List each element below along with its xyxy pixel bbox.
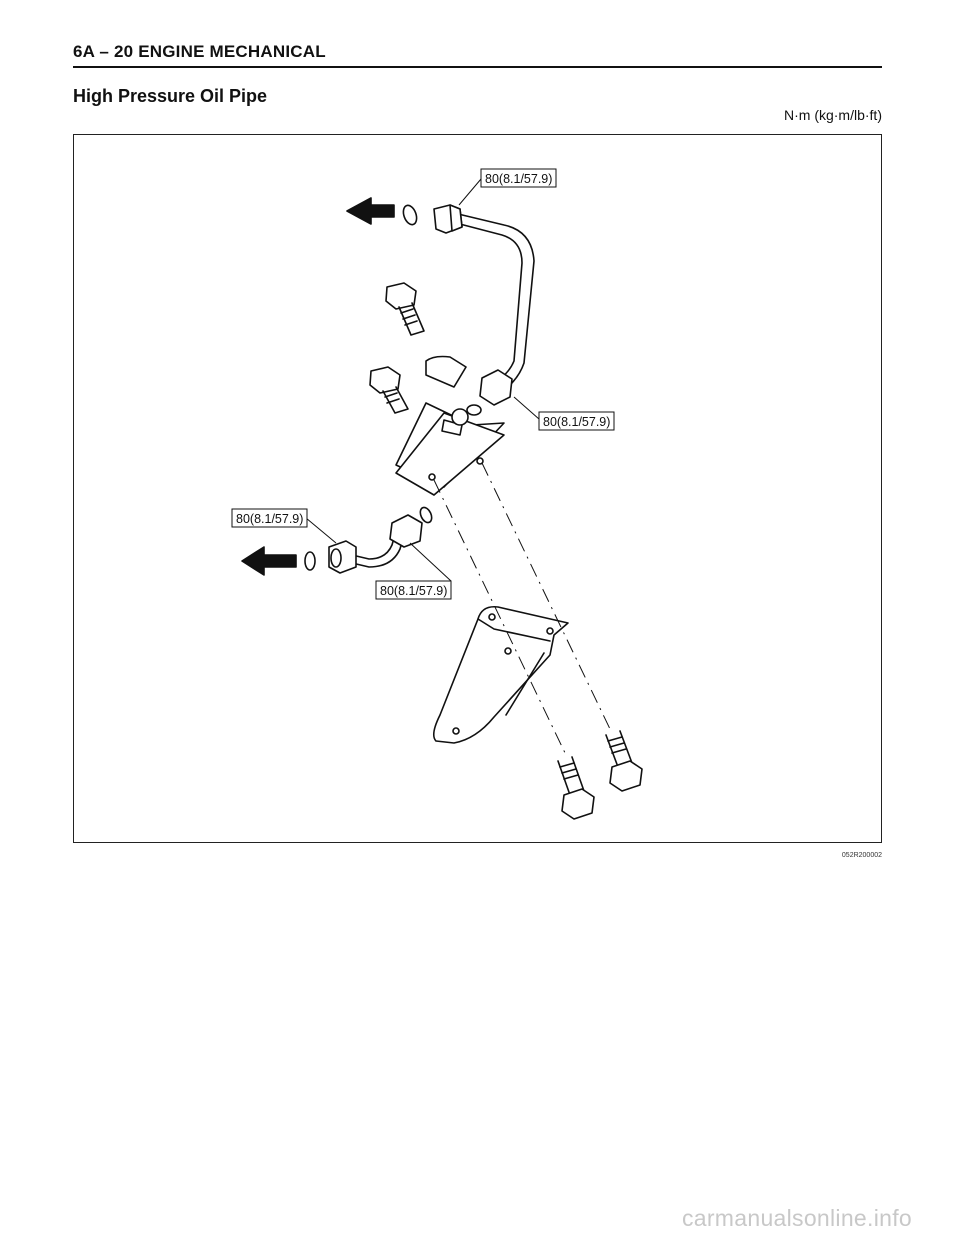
bolt-lower-right-icon bbox=[605, 730, 643, 792]
watermark: carmanualsonline.info bbox=[681, 1205, 912, 1231]
diagram-svg: 80(8.1/57.9) 80(8.1/57.9) 80(8.1/57.9) 8… bbox=[231, 168, 643, 820]
section-title: High Pressure Oil Pipe bbox=[73, 86, 268, 106]
torque-callout-2: 80(8.1/57.9) bbox=[543, 415, 610, 429]
bolt-lower-left-icon bbox=[557, 756, 595, 820]
o-ring-lower-left-icon bbox=[304, 551, 316, 571]
header-text: 6A – 20 ENGINE MECHANICAL bbox=[73, 42, 326, 61]
torque-callout-4: 80(8.1/57.9) bbox=[380, 584, 447, 598]
o-ring-middle-icon bbox=[466, 404, 482, 416]
bracket-icon bbox=[432, 605, 569, 744]
mounting-block-icon bbox=[395, 355, 505, 496]
flow-arrow-upper-icon bbox=[346, 197, 395, 225]
bolt-middle-icon bbox=[369, 366, 409, 414]
lower-pipe-icon bbox=[328, 514, 423, 574]
page-header: 6A – 20 ENGINE MECHANICAL bbox=[73, 40, 882, 68]
bolt-upper-icon bbox=[385, 282, 425, 336]
flow-arrow-lower-icon bbox=[241, 546, 297, 576]
torque-callout-1: 80(8.1/57.9) bbox=[485, 172, 552, 186]
exploded-diagram: 80(8.1/57.9) 80(8.1/57.9) 80(8.1/57.9) 8… bbox=[73, 134, 882, 843]
o-ring-lower-right-icon bbox=[419, 506, 433, 524]
upper-pipe-icon bbox=[433, 204, 535, 406]
figure-code: 052R200002 bbox=[841, 852, 882, 859]
o-ring-upper-icon bbox=[402, 204, 418, 226]
torque-units: N·m (kg·m/lb·ft) bbox=[784, 107, 882, 123]
torque-callout-3: 80(8.1/57.9) bbox=[236, 512, 303, 526]
